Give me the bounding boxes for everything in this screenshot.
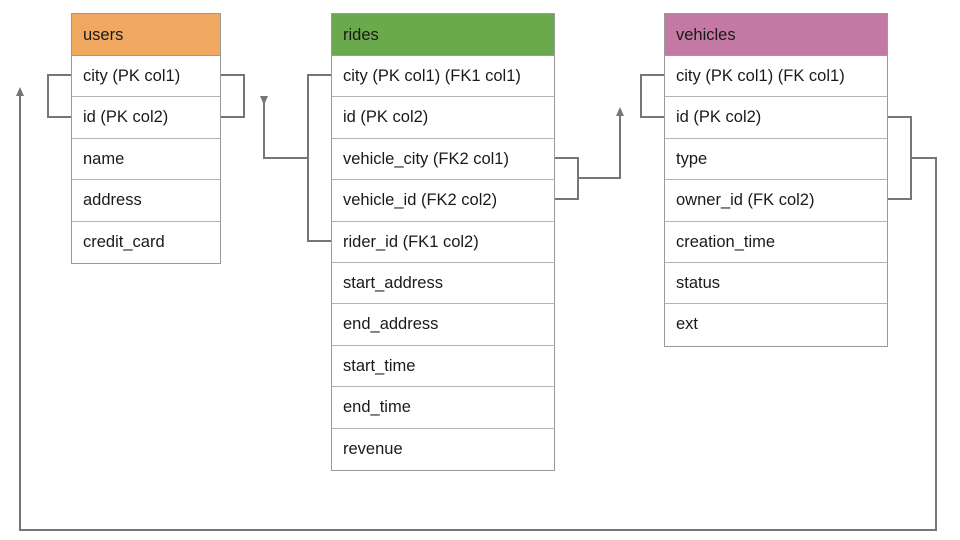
table-users-column-id: id (PK col2) xyxy=(72,97,220,139)
table-users[interactable]: users city (PK col1) id (PK col2) name a… xyxy=(71,13,221,264)
table-rides[interactable]: rides city (PK col1) (FK1 col1) id (PK c… xyxy=(331,13,555,471)
connector-users-left-bracket xyxy=(47,74,71,118)
table-vehicles-column-owner-id: owner_id (FK col2) xyxy=(665,180,887,222)
table-users-header: users xyxy=(72,14,220,56)
table-rides-column-city: city (PK col1) (FK1 col1) xyxy=(332,56,554,98)
connector-rides-right-bracket xyxy=(555,157,579,200)
table-vehicles-column-id: id (PK col2) xyxy=(665,97,887,139)
table-rides-column-revenue: revenue xyxy=(343,439,403,458)
table-vehicles-column-ext: ext xyxy=(676,315,699,334)
connector-vehicles-right-bracket xyxy=(888,116,912,200)
connector-vehicles-to-users xyxy=(16,87,937,531)
table-rides-column-start-address: start_address xyxy=(332,263,554,305)
table-users-column-city: city (PK col1) xyxy=(72,56,220,98)
connector-rides-to-vehicles xyxy=(578,107,624,179)
table-rides-column-start-time: start_time xyxy=(332,346,554,388)
table-vehicles-column-city: city (PK col1) (FK col1) xyxy=(665,56,887,98)
table-vehicles-header: vehicles xyxy=(665,14,887,56)
table-vehicles-column-type: type xyxy=(665,139,887,181)
connector-rides-left-bracket xyxy=(307,74,331,242)
table-users-column-credit-card: credit_card xyxy=(83,232,165,251)
connector-vehicles-left-bracket xyxy=(640,74,664,118)
table-users-column-address: address xyxy=(72,180,220,222)
connector-users-right-bracket xyxy=(221,74,245,118)
table-rides-column-vehicle-city: vehicle_city (FK2 col1) xyxy=(332,139,554,181)
connector-rides-to-users xyxy=(260,96,308,159)
table-users-column-name: name xyxy=(72,139,220,181)
table-rides-column-rider-id: rider_id (FK1 col2) xyxy=(332,222,554,263)
table-rides-column-end-address: end_address xyxy=(332,304,554,346)
table-vehicles-column-creation-time: creation_time xyxy=(665,222,887,263)
table-vehicles-column-status: status xyxy=(665,263,887,305)
table-rides-column-id: id (PK col2) xyxy=(332,97,554,139)
table-rides-header: rides xyxy=(332,14,554,56)
table-rides-column-end-time: end_time xyxy=(332,387,554,429)
table-vehicles[interactable]: vehicles city (PK col1) (FK col1) id (PK… xyxy=(664,13,888,347)
table-rides-column-vehicle-id: vehicle_id (FK2 col2) xyxy=(332,180,554,222)
